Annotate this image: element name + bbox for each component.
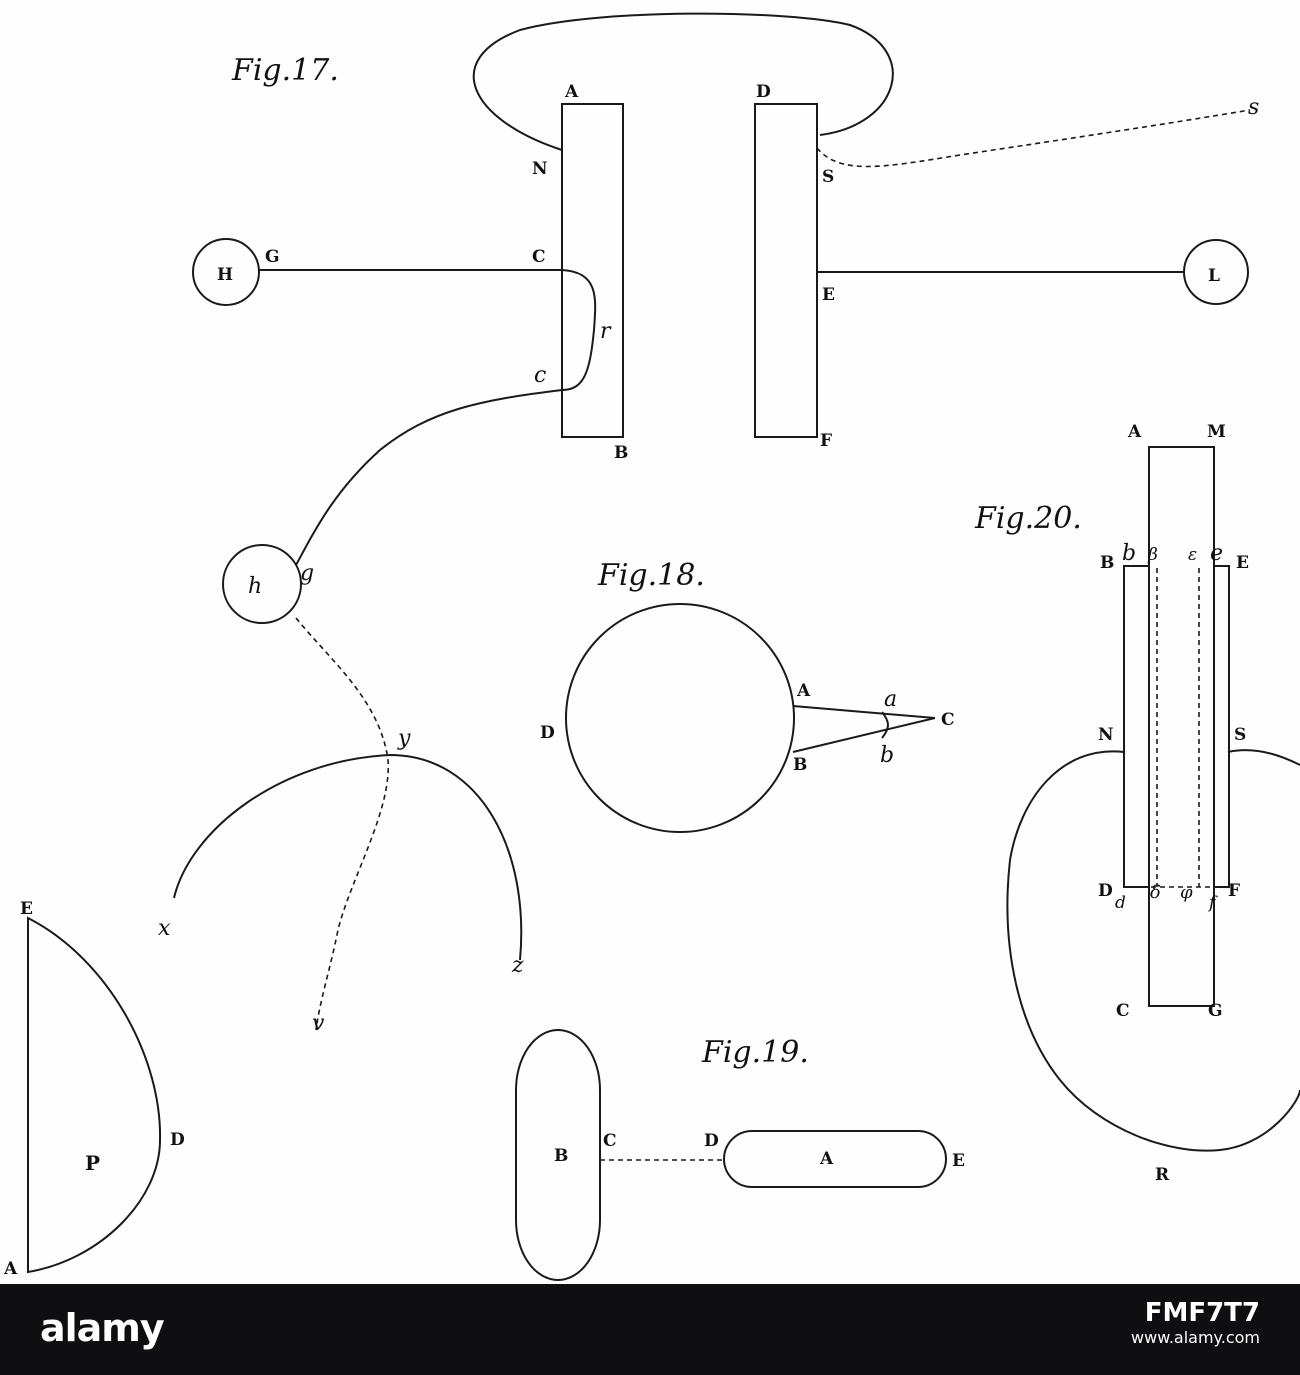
fig17-top-conductor [472, 12, 894, 151]
fig19-label-d: D [704, 1131, 719, 1151]
fig17-loop-r [561, 269, 597, 391]
watermark-footer: alamy FMF7T7 www.alamy.com [0, 1284, 1300, 1375]
fig17-label-c: C [532, 247, 546, 267]
fig17-label-e: E [822, 285, 835, 305]
figp-label-e: E [20, 899, 33, 919]
fig18-label-b-small: b [880, 743, 894, 768]
fig20-label-delta: δ [1150, 882, 1161, 903]
figp-half-conductor [27, 916, 162, 1274]
fig18-sphere [565, 603, 795, 833]
fig17-label-x: x [158, 916, 171, 941]
fig17-label-y: y [397, 726, 411, 751]
fig20-right-plate [1213, 565, 1230, 888]
fig19-label-c: C [603, 1131, 617, 1151]
figp-label-p: P [85, 1151, 100, 1175]
fig20-label-m: M [1207, 422, 1226, 442]
fig19-body-a [723, 1130, 947, 1188]
fig17-ball-h-small [222, 544, 302, 624]
fig20-label-r: R [1155, 1165, 1170, 1185]
fig20-label-f: F [1228, 881, 1240, 901]
fig17-label-z: z [511, 953, 524, 978]
fig20-label-phi: φ [1180, 882, 1193, 903]
fig17-label-s-small: s [1248, 95, 1259, 120]
fig18-label-a: A [796, 681, 811, 701]
image-reference: FMF7T7 www.alamy.com [1131, 1298, 1260, 1347]
brand-logo: alamy [40, 1306, 165, 1350]
figure-20: Fig.20. A M B b β ε e E N S D d δ φ f F … [974, 422, 1300, 1185]
fig17-wire-cg [295, 389, 563, 566]
fig20-central-plate [1148, 446, 1215, 1007]
fig17-label-h: H [217, 265, 233, 285]
fig20-label-b: B [1100, 553, 1114, 573]
fig17-label-v: v [312, 1011, 325, 1036]
fig17-label-h-small: h [248, 574, 262, 599]
fig20-label-n: N [1098, 725, 1114, 745]
fig17-dashed-gv [295, 617, 389, 1031]
fig17-ball-h [192, 238, 260, 306]
fig17-plate-right [754, 103, 818, 438]
fig18-label-a-small: a [884, 687, 897, 712]
fig17-title: Fig.17. [231, 53, 339, 88]
fig17-label-l: L [1208, 266, 1220, 286]
fig20-label-s: S [1234, 725, 1246, 745]
fig20-label-e: E [1236, 553, 1249, 573]
brand-url: www.alamy.com [1131, 1328, 1260, 1347]
fig20-label-g: G [1208, 1001, 1223, 1021]
fig19-body-b [515, 1029, 601, 1281]
fig17-label-b: B [614, 443, 628, 463]
fig17-label-f: F [820, 431, 832, 451]
fig20-label-d: D [1098, 881, 1113, 901]
fig18-title: Fig.18. [597, 558, 705, 593]
fig20-label-d-small: d [1115, 893, 1126, 913]
fig20-label-beta: β [1147, 545, 1158, 565]
fig17-ball-l [1183, 239, 1249, 305]
figure-18: Fig.18. A B C D a b [540, 558, 955, 833]
fig20-label-f-small: f [1207, 893, 1218, 913]
fig18-label-d: D [540, 723, 555, 743]
fig18-cone-top [792, 705, 936, 719]
fig19-label-b: B [554, 1146, 568, 1166]
figp-label-d: D [170, 1130, 185, 1150]
fig19-title: Fig.19. [701, 1035, 809, 1070]
fig20-left-plate [1123, 565, 1150, 888]
fig20-label-c: C [1116, 1001, 1130, 1021]
fig20-outer-conductor [1006, 749, 1300, 1152]
fig19-label-e: E [952, 1151, 965, 1171]
diagram-plate: Fig.17. A D N S C E G H L B F r c [3, 12, 1300, 1281]
fig20-label-e-small: e [1210, 541, 1223, 566]
figure-p: E P D A [3, 899, 185, 1279]
fig20-title: Fig.20. [974, 501, 1082, 536]
figp-label-a: A [3, 1259, 18, 1279]
figure-17: Fig.17. A D N S C E G H L B F r c [158, 12, 1259, 1036]
fig17-label-s: S [822, 167, 834, 187]
fig18-cone-bottom [792, 717, 936, 753]
fig17-label-n: N [532, 159, 548, 179]
fig20-label-b-small: b [1122, 541, 1136, 566]
fig17-arc-xyz [173, 753, 523, 961]
fig18-label-c: C [941, 710, 955, 730]
fig20-label-a: A [1127, 422, 1142, 442]
diagram-canvas: Fig.17. A D N S C E G H L B F r c [3, 12, 1300, 1281]
fig18-angle-arc [881, 711, 889, 739]
fig17-label-d: D [756, 82, 771, 102]
fig17-label-g: G [265, 247, 280, 267]
figure-19: Fig.19. B C D A E [515, 1029, 965, 1281]
fig17-label-c-small: c [534, 363, 546, 388]
fig19-label-a: A [819, 1149, 834, 1169]
fig17-label-g-small: g [300, 561, 314, 586]
fig18-label-b: B [793, 755, 807, 775]
fig17-label-r: r [600, 319, 612, 344]
fig20-label-epsilon: ε [1188, 545, 1197, 565]
image-id: FMF7T7 [1144, 1298, 1260, 1328]
fig17-label-a: A [564, 82, 579, 102]
fig17-dashed-ss [816, 109, 1251, 168]
